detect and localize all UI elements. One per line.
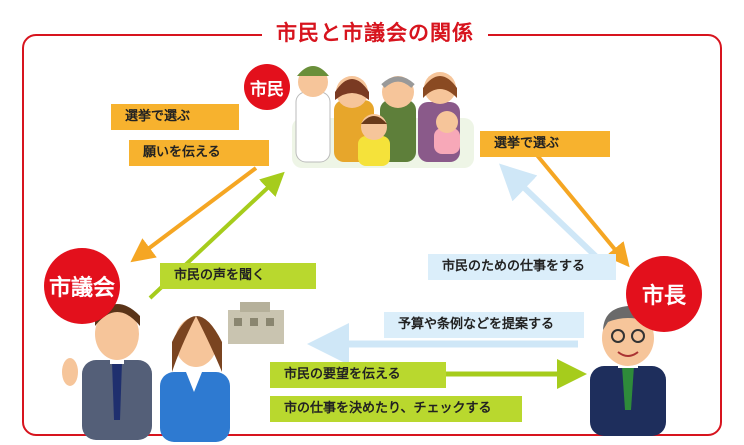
label-citizens-wish: 願いを伝える bbox=[129, 140, 269, 166]
diagram-title: 市民と市議会の関係 bbox=[262, 14, 488, 52]
label-council-convey: 市民の要望を伝える bbox=[270, 362, 446, 388]
arrow-citizens-to-mayor bbox=[534, 152, 630, 268]
label-council-listen: 市民の声を聞く bbox=[160, 263, 316, 289]
label-council-decide: 市の仕事を決めたり、チェックする bbox=[270, 396, 522, 422]
label-citizens-vote-council: 選挙で選ぶ bbox=[111, 104, 239, 130]
council-label: 市議会 bbox=[48, 276, 115, 301]
mayor-circle: 市長 bbox=[626, 256, 702, 332]
citizens-family-illustration bbox=[292, 66, 474, 168]
label-citizens-vote-mayor: 選挙で選ぶ bbox=[480, 131, 610, 157]
council-circle: 市議会 bbox=[44, 248, 120, 324]
label-mayor-propose: 予算や条例などを提案する bbox=[384, 312, 584, 338]
citizens-label: 市民 bbox=[250, 79, 284, 100]
label-mayor-work: 市民のための仕事をする bbox=[428, 254, 616, 280]
citizens-circle: 市民 bbox=[244, 64, 290, 110]
mayor-label: 市長 bbox=[641, 284, 686, 309]
arrow-citizens-to-council bbox=[130, 166, 258, 263]
council-members-illustration bbox=[62, 302, 284, 442]
arrow-mayor-to-citizens bbox=[499, 163, 611, 271]
